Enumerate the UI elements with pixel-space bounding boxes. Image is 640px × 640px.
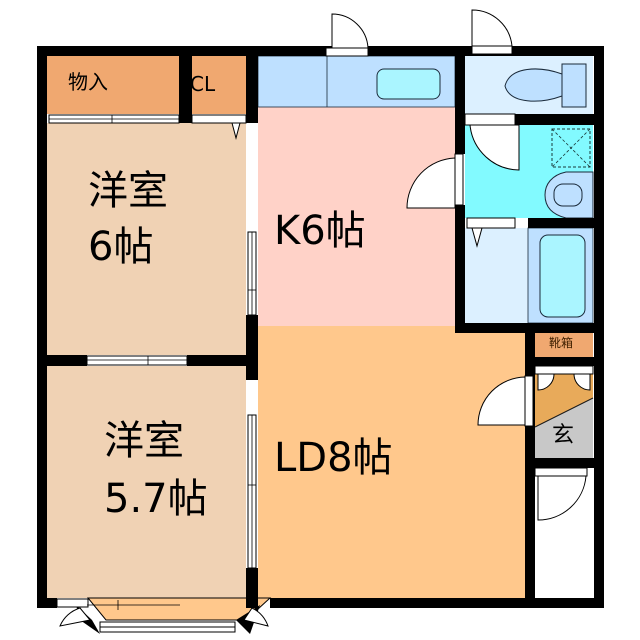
entrance-door-swing [537, 475, 587, 521]
entrance-divider [534, 397, 594, 428]
sink-icon [376, 68, 441, 100]
sliding-door-lines [49, 115, 256, 610]
closet-label: CL [190, 72, 216, 96]
washroom-entry-swing [406, 157, 456, 209]
kitchen-label: K6帖 [274, 208, 366, 254]
shoe-box-label: 靴箱 [549, 336, 574, 350]
shoebox-door-left [537, 373, 555, 391]
closet-room [192, 56, 246, 114]
western-room-1-label-2: 6帖 [88, 224, 154, 270]
toilet-tank-icon [561, 63, 587, 108]
toilet-bowl-icon [504, 68, 563, 102]
living-dining-room [258, 326, 525, 598]
western-room-2-label-2: 5.7帖 [104, 476, 208, 522]
door-swings [59, 9, 591, 627]
western-room-2 [47, 366, 246, 598]
door-marker-bath [471, 227, 483, 248]
door-marker-closet [231, 122, 241, 140]
western-room-1-label-1: 洋室 [88, 168, 168, 214]
living-dining-label: LD8帖 [274, 435, 393, 481]
washing-machine-space [551, 128, 591, 168]
shoe-box [535, 333, 593, 357]
entrance-floor [535, 398, 593, 458]
bay-casement-right [243, 607, 269, 627]
washroom-door-swing [469, 124, 520, 171]
storage-label: 物入 [68, 70, 108, 94]
entrance-label: 玄 [552, 423, 575, 448]
western-room-1 [47, 123, 246, 355]
ld-door-swing [477, 376, 526, 426]
bathtub-icon [539, 234, 586, 318]
wm-cross-2 [551, 128, 591, 168]
storage-room [47, 56, 179, 114]
western-room-2-label-1: 洋室 [104, 418, 184, 464]
basin-bowl-icon [553, 183, 583, 207]
walls [37, 46, 604, 608]
shoebox-door-right [573, 373, 591, 391]
kitchen-door-swing [331, 13, 369, 49]
bay-casement-left [59, 607, 91, 627]
toilet-door-swing [471, 9, 513, 47]
